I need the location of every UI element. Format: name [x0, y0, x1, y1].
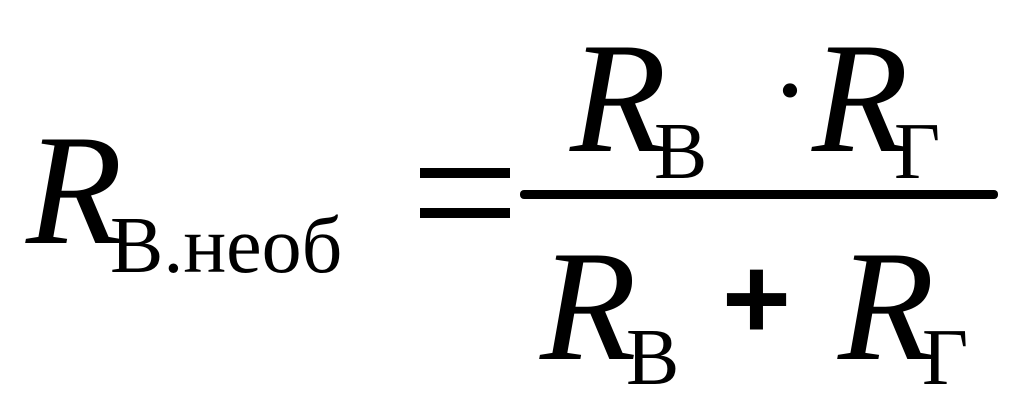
- numerator-term1-symbol: R: [570, 11, 667, 186]
- equals-sign-top-bar: [420, 168, 510, 178]
- denominator-operator: +: [722, 233, 791, 365]
- numerator-operator: ·: [770, 23, 810, 156]
- denominator-term1-symbol: R: [540, 219, 637, 394]
- numerator-term1-subscript: В: [654, 108, 708, 196]
- denominator-term2-symbol: R: [838, 219, 935, 394]
- lhs-symbol: R: [26, 103, 123, 278]
- denominator-term2-subscript: Г: [922, 314, 969, 402]
- fraction-bar: [520, 190, 998, 199]
- lhs-subscript: В.необ: [110, 202, 343, 290]
- numerator-term2-symbol: R: [812, 11, 909, 186]
- equals-sign-bottom-bar: [420, 208, 510, 218]
- numerator-term2-subscript: Г: [894, 108, 941, 196]
- denominator-term1-subscript: В: [626, 314, 680, 402]
